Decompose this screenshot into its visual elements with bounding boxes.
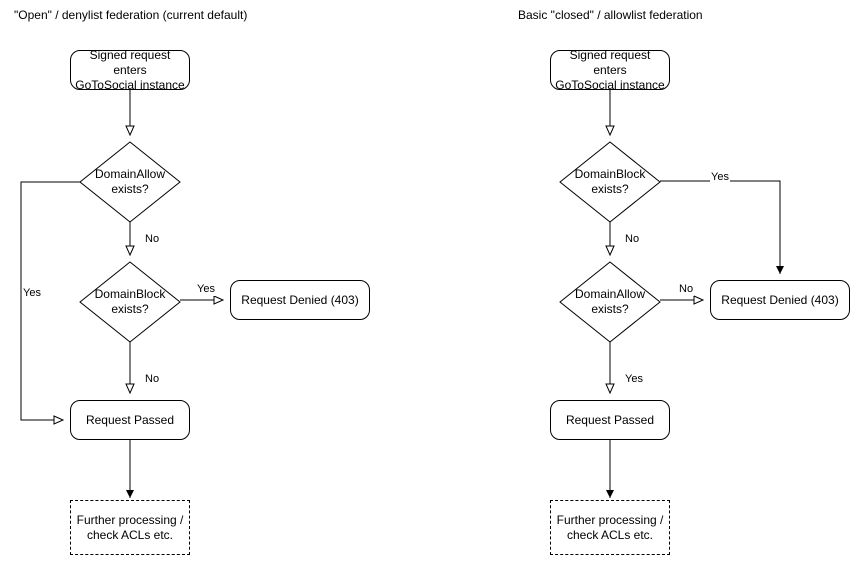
- node-request-passed-right-label: Request Passed: [565, 412, 655, 427]
- node-entry-right: Signed request enters GoToSocial instanc…: [550, 47, 670, 92]
- node-entry-right-label: Signed request enters GoToSocial instanc…: [555, 47, 665, 92]
- node-decision-domainallow-right-label-wrap: DomainAllow exists?: [560, 285, 660, 319]
- edge-label-allow-no-right: No: [678, 283, 695, 296]
- node-further-processing-left-label: Further processing / check ACLs etc.: [76, 512, 184, 542]
- node-entry-left: Signed request enters GoToSocial instanc…: [70, 47, 190, 92]
- edge-label-block-no-right: No: [624, 233, 641, 246]
- node-entry-left-label: Signed request enters GoToSocial instanc…: [75, 47, 185, 92]
- edge-label-block-yes-left: Yes: [196, 283, 216, 296]
- edge-label-block-yes-right: Yes: [710, 171, 730, 184]
- node-decision-domainblock-left-label-wrap: DomainBlock exists?: [80, 285, 180, 319]
- node-decision-domainblock-right-label-wrap: DomainBlock exists?: [560, 165, 660, 199]
- diagram-title-open-denylist: "Open" / denylist federation (current de…: [14, 8, 248, 22]
- edge-domainallow-yes-to-passed: [20, 181, 80, 425]
- edge-domainblock-yes-to-denied-right: [660, 180, 784, 274]
- node-request-passed-left: Request Passed: [70, 400, 190, 440]
- diagram-title-closed-allowlist: Basic "closed" / allowlist federation: [518, 8, 703, 22]
- edge-label-allow-yes-right: Yes: [624, 373, 644, 386]
- node-request-passed-right: Request Passed: [550, 400, 670, 440]
- node-request-denied-right: Request Denied (403): [710, 280, 850, 320]
- node-further-processing-left: Further processing / check ACLs etc.: [70, 500, 190, 555]
- node-decision-domainblock-left-label: DomainBlock exists?: [94, 287, 166, 316]
- node-request-denied-right-label: Request Denied (403): [721, 292, 839, 307]
- node-further-processing-right-label: Further processing / check ACLs etc.: [556, 512, 664, 542]
- node-request-passed-left-label: Request Passed: [85, 412, 175, 427]
- node-decision-domainallow-left-label: DomainAllow exists?: [94, 167, 166, 196]
- node-decision-domainallow-left-label-wrap: DomainAllow exists?: [80, 165, 180, 199]
- edge-label-allow-yes-left: Yes: [22, 287, 42, 300]
- edge-label-block-no-left: No: [144, 373, 161, 386]
- node-request-denied-left: Request Denied (403): [230, 280, 370, 320]
- edge-label-allow-no-left: No: [144, 233, 161, 246]
- node-decision-domainallow-right-label: DomainAllow exists?: [574, 287, 646, 316]
- node-request-denied-left-label: Request Denied (403): [241, 292, 359, 307]
- node-decision-domainblock-right-label: DomainBlock exists?: [574, 167, 646, 196]
- node-further-processing-right: Further processing / check ACLs etc.: [550, 500, 670, 555]
